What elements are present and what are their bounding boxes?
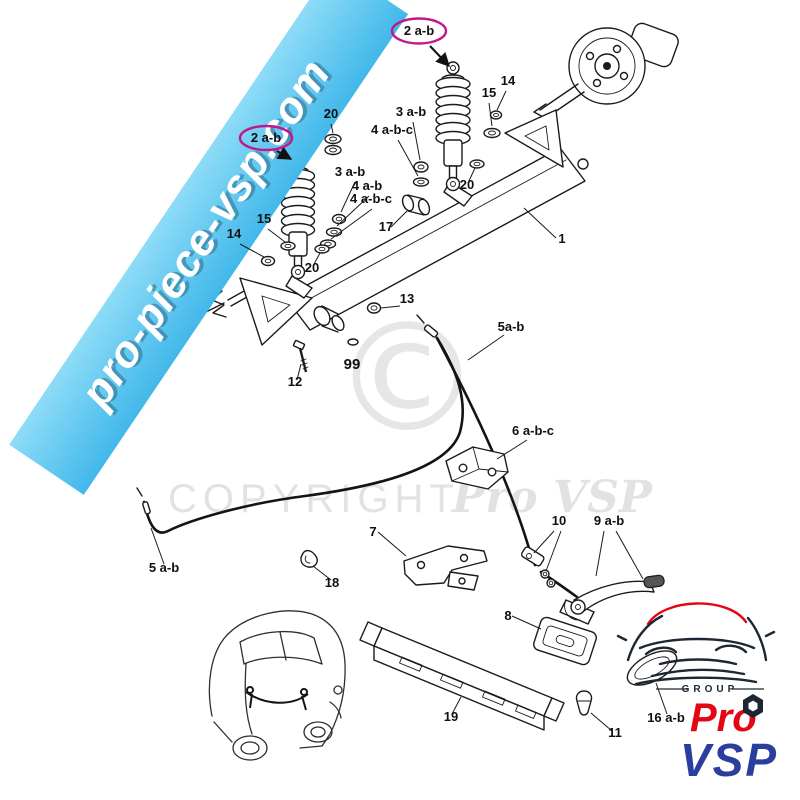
vehicle-location-sketch <box>208 610 346 761</box>
highlight-ellipse <box>390 17 448 45</box>
washer <box>347 338 359 346</box>
callout-4abc-left: 4 a-b-c <box>350 191 392 206</box>
clip-18 <box>300 549 318 568</box>
logo-hexagon-icon <box>743 694 763 718</box>
callout-20-top: 20 <box>324 106 338 121</box>
washer <box>469 159 485 169</box>
callout-3ab-top: 3 a-b <box>396 104 426 119</box>
callout-9ab: 9 a-b <box>594 513 624 528</box>
watermark: © COPYRIGHT Pro VSP <box>168 292 654 523</box>
highlight-callout-right: 2 a-b <box>390 17 450 68</box>
right-shock-absorber <box>435 61 471 192</box>
callout-99: 99 <box>344 356 361 373</box>
callout-8: 8 <box>504 608 511 623</box>
washer <box>412 177 430 187</box>
callout-15-top: 15 <box>482 85 496 100</box>
nut <box>331 213 347 225</box>
provsp-logo: GROUP Pro VSP <box>616 602 778 786</box>
logo-vsp-text: VSP <box>680 734 778 786</box>
logo-group-text: GROUP <box>682 684 739 695</box>
callout-12: 12 <box>288 374 302 389</box>
callout-16ab: 16 a-b <box>647 710 685 725</box>
highlight-ellipse <box>238 124 294 152</box>
rail-19 <box>359 621 565 731</box>
hardware-washers-nuts <box>260 110 503 346</box>
washer <box>324 144 342 156</box>
leader-lines <box>150 90 668 732</box>
callout-20-right: 20 <box>460 177 474 192</box>
callout-15-left: 15 <box>257 211 271 226</box>
nut <box>489 110 503 120</box>
callout-5ab-top: 5a-b <box>498 319 525 334</box>
plate-8 <box>533 616 597 666</box>
right-brake-hub <box>517 22 679 138</box>
callout-14-top: 14 <box>501 73 516 88</box>
callout-6abc: 6 a-b-c <box>512 423 554 438</box>
bracket-7 <box>403 545 488 591</box>
axle-beam <box>239 109 589 346</box>
washer <box>324 133 342 145</box>
callout-13: 13 <box>400 291 414 306</box>
bolt-12 <box>292 339 309 373</box>
callout-2ab-right: 2 a-b <box>404 23 434 38</box>
callout-4ab-left: 4 a-b <box>352 178 382 193</box>
grommet-11 <box>575 690 593 716</box>
callout-11: 11 <box>608 725 622 740</box>
callout-10: 10 <box>552 513 566 528</box>
callout-2ab-left: 2 a-b <box>251 130 281 145</box>
washer <box>314 244 330 254</box>
bushing-17 <box>401 194 431 216</box>
callout-1: 1 <box>558 231 565 246</box>
callout-17: 17 <box>379 219 393 234</box>
logo-car-sketch <box>616 602 776 686</box>
washer <box>483 127 501 139</box>
callout-7: 7 <box>369 524 376 539</box>
callout-5ab-bottom: 5 a-b <box>149 560 179 575</box>
bracket-6 <box>445 446 509 490</box>
callout-20-left: 20 <box>305 260 319 275</box>
nut <box>413 161 429 173</box>
nut <box>366 302 382 314</box>
handbrake-lever-9 <box>559 574 665 625</box>
callout-labels: 20 3 a-b 4 a-b-c 15 14 3 a-b 4 a-b 4 a-b… <box>149 73 685 740</box>
callout-14-left: 14 <box>227 226 242 241</box>
nut <box>260 255 276 267</box>
washer <box>325 227 343 237</box>
washer <box>280 241 296 251</box>
banner-ribbon <box>9 0 409 495</box>
callout-3ab-left: 3 a-b <box>335 164 365 179</box>
equalizer-10 <box>520 546 556 588</box>
callout-19: 19 <box>444 709 458 724</box>
highlight-callout-left: 2 a-b <box>238 124 294 160</box>
callout-4abc-top: 4 a-b-c <box>371 122 413 137</box>
callout-18: 18 <box>325 575 339 590</box>
